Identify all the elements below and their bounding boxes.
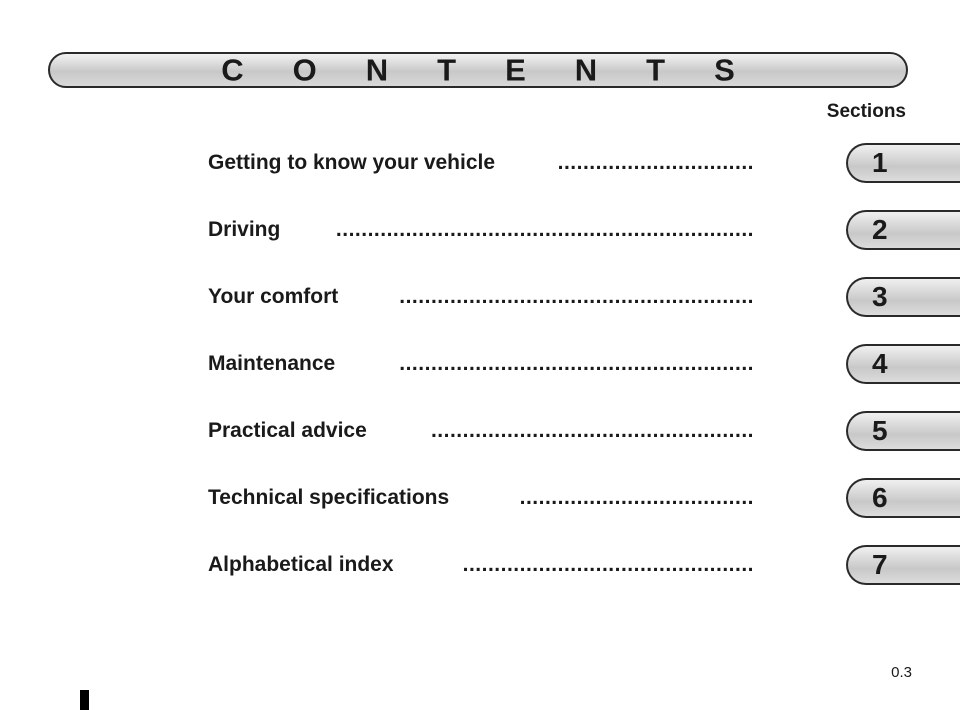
section-tab-number: 6: [872, 482, 888, 513]
section-tab-number: 1: [872, 147, 888, 178]
section-tab-7[interactable]: 7: [846, 545, 960, 585]
section-tab-number: 4: [872, 348, 888, 379]
sections-label: Sections: [826, 101, 906, 122]
toc-leader-dots: ...............................: [557, 151, 754, 174]
section-tab-number: 7: [872, 549, 888, 580]
section-tab-2[interactable]: 2: [846, 210, 960, 250]
toc-entry-alphabetical-index[interactable]: Alphabetical index .....................…: [208, 553, 754, 583]
section-tab-number: 5: [872, 415, 888, 446]
toc-leader-dots: ........................................…: [399, 285, 754, 308]
toc-leader-dots: ........................................…: [462, 553, 754, 576]
toc-entry-label: Your comfort: [208, 285, 339, 308]
section-tab-4[interactable]: 4: [846, 344, 960, 384]
toc-entry-label: Alphabetical index: [208, 553, 394, 576]
section-tab-number: 2: [872, 214, 888, 245]
contents-title-bar: CONTENTS: [48, 52, 908, 88]
toc-leader-dots: ........................................…: [399, 352, 754, 375]
toc-entry-driving[interactable]: Driving ................................…: [208, 218, 754, 248]
section-tab-1[interactable]: 1: [846, 143, 960, 183]
toc-entry-technical-specifications[interactable]: Technical specifications ...............…: [208, 486, 754, 516]
toc-entry-label: Maintenance: [208, 352, 336, 375]
section-tab-number: 3: [872, 281, 888, 312]
toc-entry-label: Technical specifications: [208, 486, 450, 509]
section-tab-6[interactable]: 6: [846, 478, 960, 518]
toc-entry-label: Getting to know your vehicle: [208, 151, 496, 174]
toc-leader-dots: .....................................: [519, 486, 754, 509]
toc-entry-your-comfort[interactable]: Your comfort ...........................…: [208, 285, 754, 315]
section-tab-5[interactable]: 5: [846, 411, 960, 451]
section-tab-3[interactable]: 3: [846, 277, 960, 317]
page-title: CONTENTS: [221, 52, 784, 88]
toc-entry-getting-to-know[interactable]: Getting to know your vehicle ...........…: [208, 151, 754, 181]
toc-entry-label: Practical advice: [208, 419, 367, 442]
toc-entry-practical-advice[interactable]: Practical advice .......................…: [208, 419, 754, 449]
edge-mark: [80, 690, 89, 710]
toc-entry-maintenance[interactable]: Maintenance ............................…: [208, 352, 754, 382]
toc-entry-label: Driving: [208, 218, 281, 241]
toc-leader-dots: ........................................…: [430, 419, 754, 442]
toc-leader-dots: ........................................…: [335, 218, 754, 241]
page-number: 0.3: [891, 664, 912, 681]
